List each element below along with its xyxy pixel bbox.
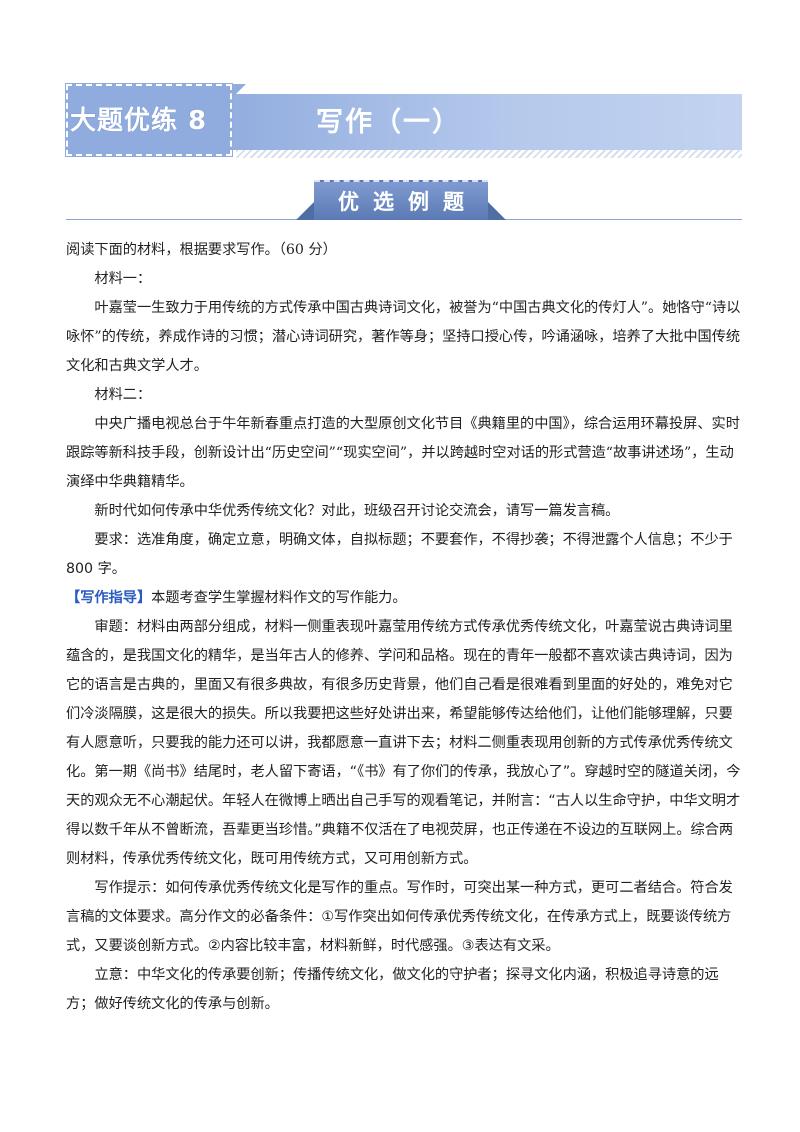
guide-theme: 立意：中华文化的传承要创新；传播传统文化，做文化的守护者；探寻文化内涵，积极追寻… xyxy=(66,967,719,1012)
banner-stripe xyxy=(236,150,742,158)
banner-bar xyxy=(176,94,742,150)
guide-tag: 【写作指导】 xyxy=(66,590,152,606)
material2-text: 中央广播电视总台于牛年新春重点打造的大型原创文化节目《典籍里的中国》，综合运用环… xyxy=(66,416,740,490)
guide-lead: 本题考查学生掌握材料作文的写作能力。 xyxy=(151,590,407,606)
section-tab: 优选例题 xyxy=(296,180,506,220)
writing-prompt: 新时代如何传承中华优秀传统文化？对此，班级召开讨论交流会，请写一篇发言稿。 xyxy=(94,503,620,519)
section-tab-wing-left xyxy=(296,198,318,220)
question-intro: 阅读下面的材料，根据要求写作。（60 分） xyxy=(66,242,337,258)
material1-text: 叶嘉莹一生致力于用传统的方式传承中国古典诗词文化，被誉为“中国古典文化的传灯人”… xyxy=(66,300,741,374)
guide-review: 审题：材料由两部分组成，材料一侧重表现叶嘉莹用传统方式传承优秀传统文化，叶嘉莹说… xyxy=(66,619,741,867)
writing-requirement: 要求：选准角度，确定立意，明确文体，自拟标题；不要套作，不得抄袭；不得泄露个人信… xyxy=(66,532,733,577)
page-title: 写作（一） xyxy=(316,107,461,138)
section-tab-label: 优选例题 xyxy=(338,190,478,214)
banner-label-box: 大题优练 8 xyxy=(65,83,233,157)
section-tab-body xyxy=(314,180,488,220)
header-banner: 大题优练 8 写作（一） xyxy=(65,83,742,158)
guide-header: 【写作指导】本题考查学生掌握材料作文的写作能力。 xyxy=(66,584,742,613)
material2-title: 材料二： xyxy=(94,387,152,403)
section-tab-wing-right xyxy=(484,198,506,220)
banner-corner xyxy=(232,84,246,98)
banner-label: 大题优练 8 xyxy=(70,106,208,136)
question-content: 阅读下面的材料，根据要求写作。（60 分） 材料一： 叶嘉莹一生致力于用传统的方… xyxy=(66,236,742,1019)
guide-tips: 写作提示：如何传承优秀传统文化是写作的重点。写作时，可突出某一种方式，更可二者结… xyxy=(66,880,733,954)
material1-title: 材料一： xyxy=(94,271,152,287)
